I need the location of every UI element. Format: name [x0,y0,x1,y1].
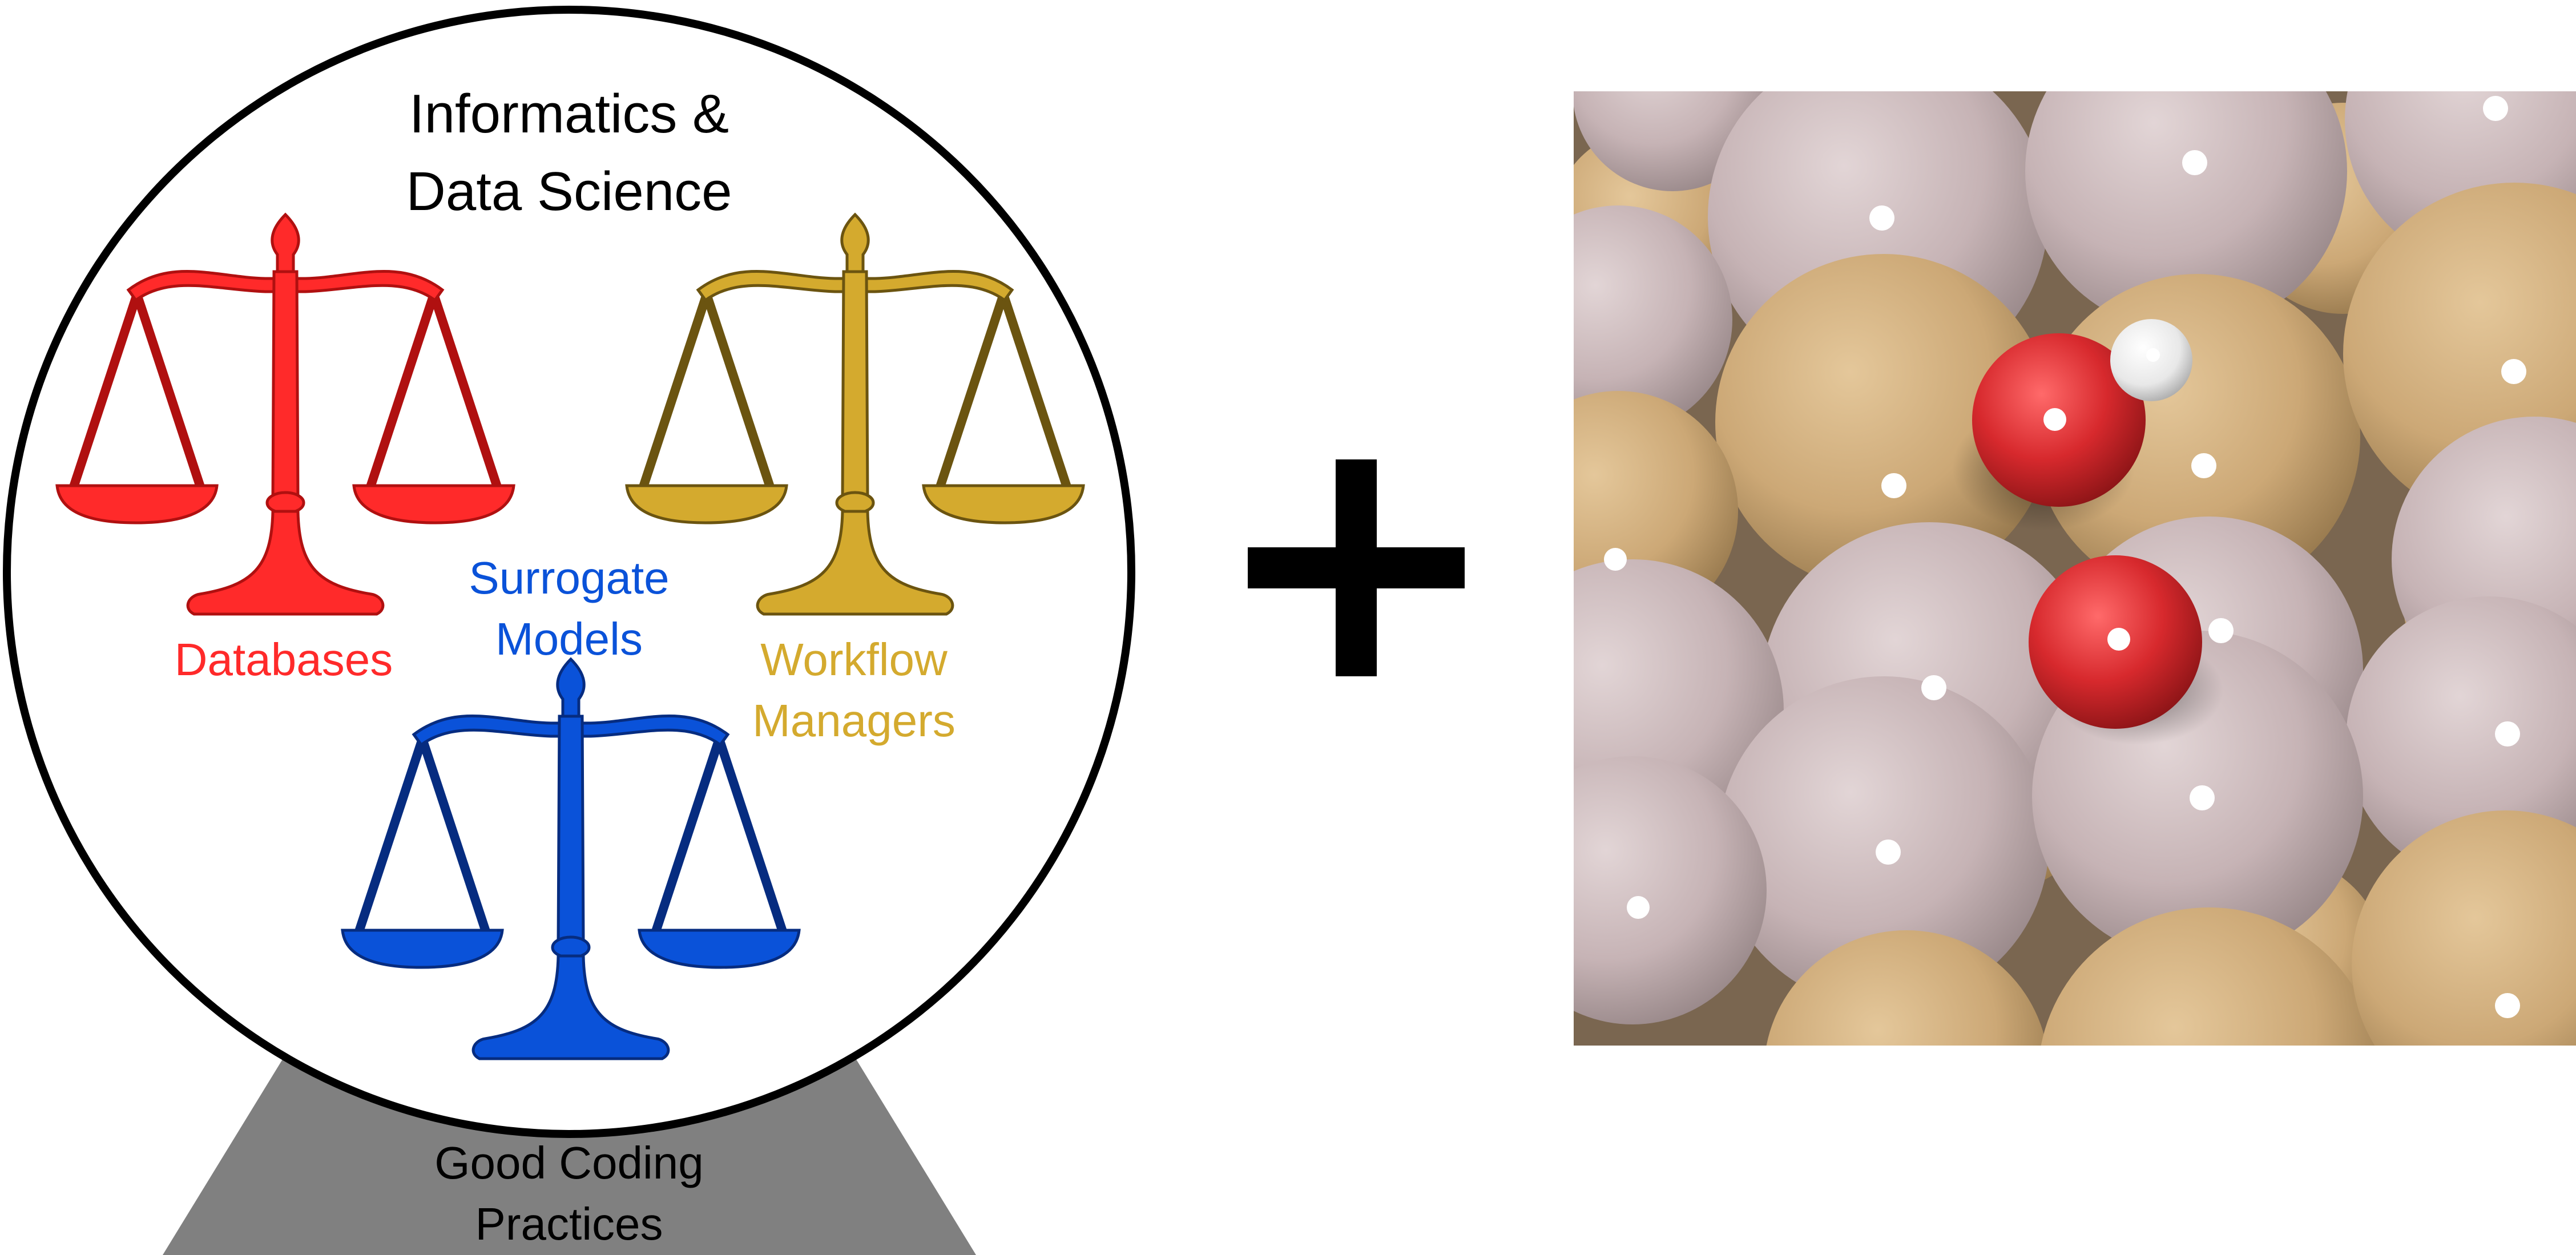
databases-label: Databases [175,634,393,685]
plus-icon [1248,459,1465,676]
workflow-label-line2: Managers [752,695,956,746]
workflow-label-line1: Workflow [760,634,948,685]
surface-render [1574,91,2576,1046]
panel-title-line2: Data Science [406,161,732,222]
surrogate-label-line2: Models [495,614,643,664]
foundation-label-line2: Practices [475,1198,663,1249]
informatics-panel: Informatics & Data Science Databases Wor… [3,6,1135,1255]
specular-highlights [1604,96,2526,1018]
panel-title-line1: Informatics & [409,83,729,144]
foundation-label-line1: Good Coding [434,1137,703,1188]
surrogate-label-line1: Surrogate [469,552,669,603]
